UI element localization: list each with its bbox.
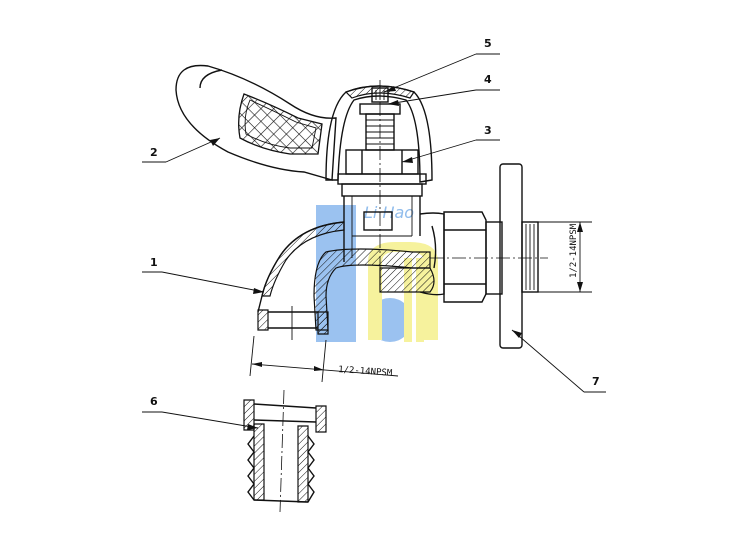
wall-flange	[430, 163, 548, 349]
callout-2: 2	[142, 137, 221, 163]
hose-adapter	[243, 389, 327, 513]
callout-label-1: 1	[150, 256, 158, 269]
dimension-outlet: 1/2-14NPSM	[249, 335, 399, 383]
inlet-hex-nut	[443, 211, 503, 303]
callout-label-3: 3	[484, 124, 492, 137]
callout-label-2: 2	[150, 146, 158, 159]
callout-label-6: 6	[150, 395, 158, 408]
callout-7: 7	[511, 329, 606, 393]
outlet-thread-label: 1/2-14NPSM	[338, 365, 393, 379]
callout-3: 3	[401, 124, 500, 163]
inlet-thread-label: 1/2-14NPSM	[569, 223, 579, 278]
watermark-blue-top	[316, 205, 356, 221]
packing-nut	[337, 149, 427, 197]
callout-1: 1	[142, 256, 265, 294]
callout-label-5: 5	[484, 37, 492, 50]
handle-grip-crosshatch	[238, 93, 323, 155]
handle-lever	[175, 64, 337, 181]
watermark-yellow-bar-1	[404, 258, 412, 342]
callout-label-4: 4	[484, 73, 492, 86]
bonnet-cap	[325, 85, 433, 183]
callout-label-7: 7	[592, 375, 600, 388]
callout-4: 4	[387, 73, 500, 106]
dimension-inlet: 1/2-14NPSM	[538, 221, 592, 293]
watermark-yellow-bar-2	[416, 258, 424, 342]
outlet-nozzle	[257, 306, 329, 340]
callout-6: 6	[142, 395, 259, 430]
callout-5: 5	[383, 37, 500, 93]
